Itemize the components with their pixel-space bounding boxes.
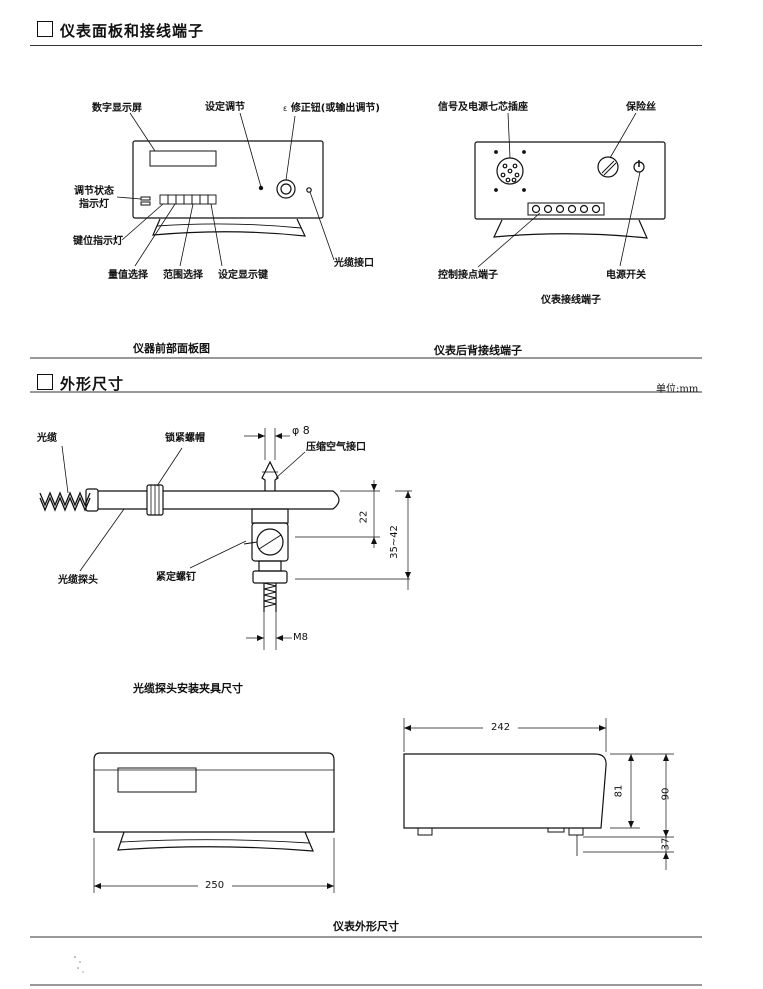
- label-power-switch: 电源开关: [606, 270, 646, 281]
- label-contacts: 控制接点端子: [438, 270, 498, 281]
- label-value-select: 量值选择: [108, 270, 148, 281]
- label-status-led-2: 指示灯: [79, 199, 109, 210]
- caption-rear-panel: 仪表后背接线端子: [434, 344, 522, 357]
- outline-side-drawing: [403, 718, 674, 870]
- label-correction-prefix: ε: [283, 104, 288, 113]
- rear-instrument-drawing: [474, 112, 666, 268]
- label-key-led: 键位指示灯: [73, 236, 123, 247]
- label-status-led-1: 调节状态: [74, 186, 114, 197]
- label-lock-nut: 锁紧螺帽: [165, 433, 205, 444]
- label-display: 数字显示屏: [92, 103, 142, 114]
- dim-22: 22: [358, 510, 370, 524]
- dim-height-37: 37: [660, 837, 672, 851]
- dim-35-42: 35~42: [388, 525, 400, 559]
- section-rule-panel: [30, 45, 702, 46]
- label-range-select: 范围选择: [163, 270, 203, 281]
- section-title-panel: 仪表面板和接线端子: [60, 22, 205, 40]
- label-set-screw: 紧定螺钉: [156, 572, 196, 583]
- dim-depth-242: 242: [491, 722, 511, 733]
- dim-m8: M8: [293, 632, 308, 643]
- label-set-display-key: 设定显示键: [218, 270, 268, 281]
- label-fiber-port: 光缆接口: [334, 258, 374, 269]
- label-cable: 光缆: [37, 433, 57, 444]
- label-correction: ε 修正钮(或输出调节): [283, 103, 380, 115]
- outline-front-drawing: [93, 752, 335, 893]
- label-setting: 设定调节: [205, 102, 245, 113]
- label-terminals: 仪表接线端子: [541, 295, 601, 306]
- label-correction-text: 修正钮(或输出调节): [290, 103, 380, 114]
- dim-height-90: 90: [660, 787, 672, 801]
- unit-label: 单位:mm: [656, 384, 699, 395]
- section-checkbox-panel: [37, 21, 53, 37]
- dim-width-250: 250: [205, 880, 225, 891]
- probe-fixture-drawing: [39, 428, 412, 650]
- caption-outline: 仪表外形尺寸: [333, 920, 399, 933]
- caption-front-panel: 仪器前部面板图: [133, 342, 210, 355]
- label-fuse: 保险丝: [626, 102, 656, 113]
- dim-height-81: 81: [613, 784, 625, 798]
- label-probe: 光缆探头: [58, 575, 98, 586]
- section-checkbox-dims: [37, 374, 53, 390]
- label-socket: 信号及电源七芯插座: [438, 102, 528, 113]
- section-title-dims: 外形尺寸: [60, 375, 125, 393]
- front-instrument-drawing: [116, 112, 335, 267]
- caption-probe: 光缆探头安装夹具尺寸: [133, 682, 243, 695]
- label-air-inlet: 压缩空气接口: [306, 442, 366, 453]
- dim-diameter: φ 8: [292, 424, 310, 437]
